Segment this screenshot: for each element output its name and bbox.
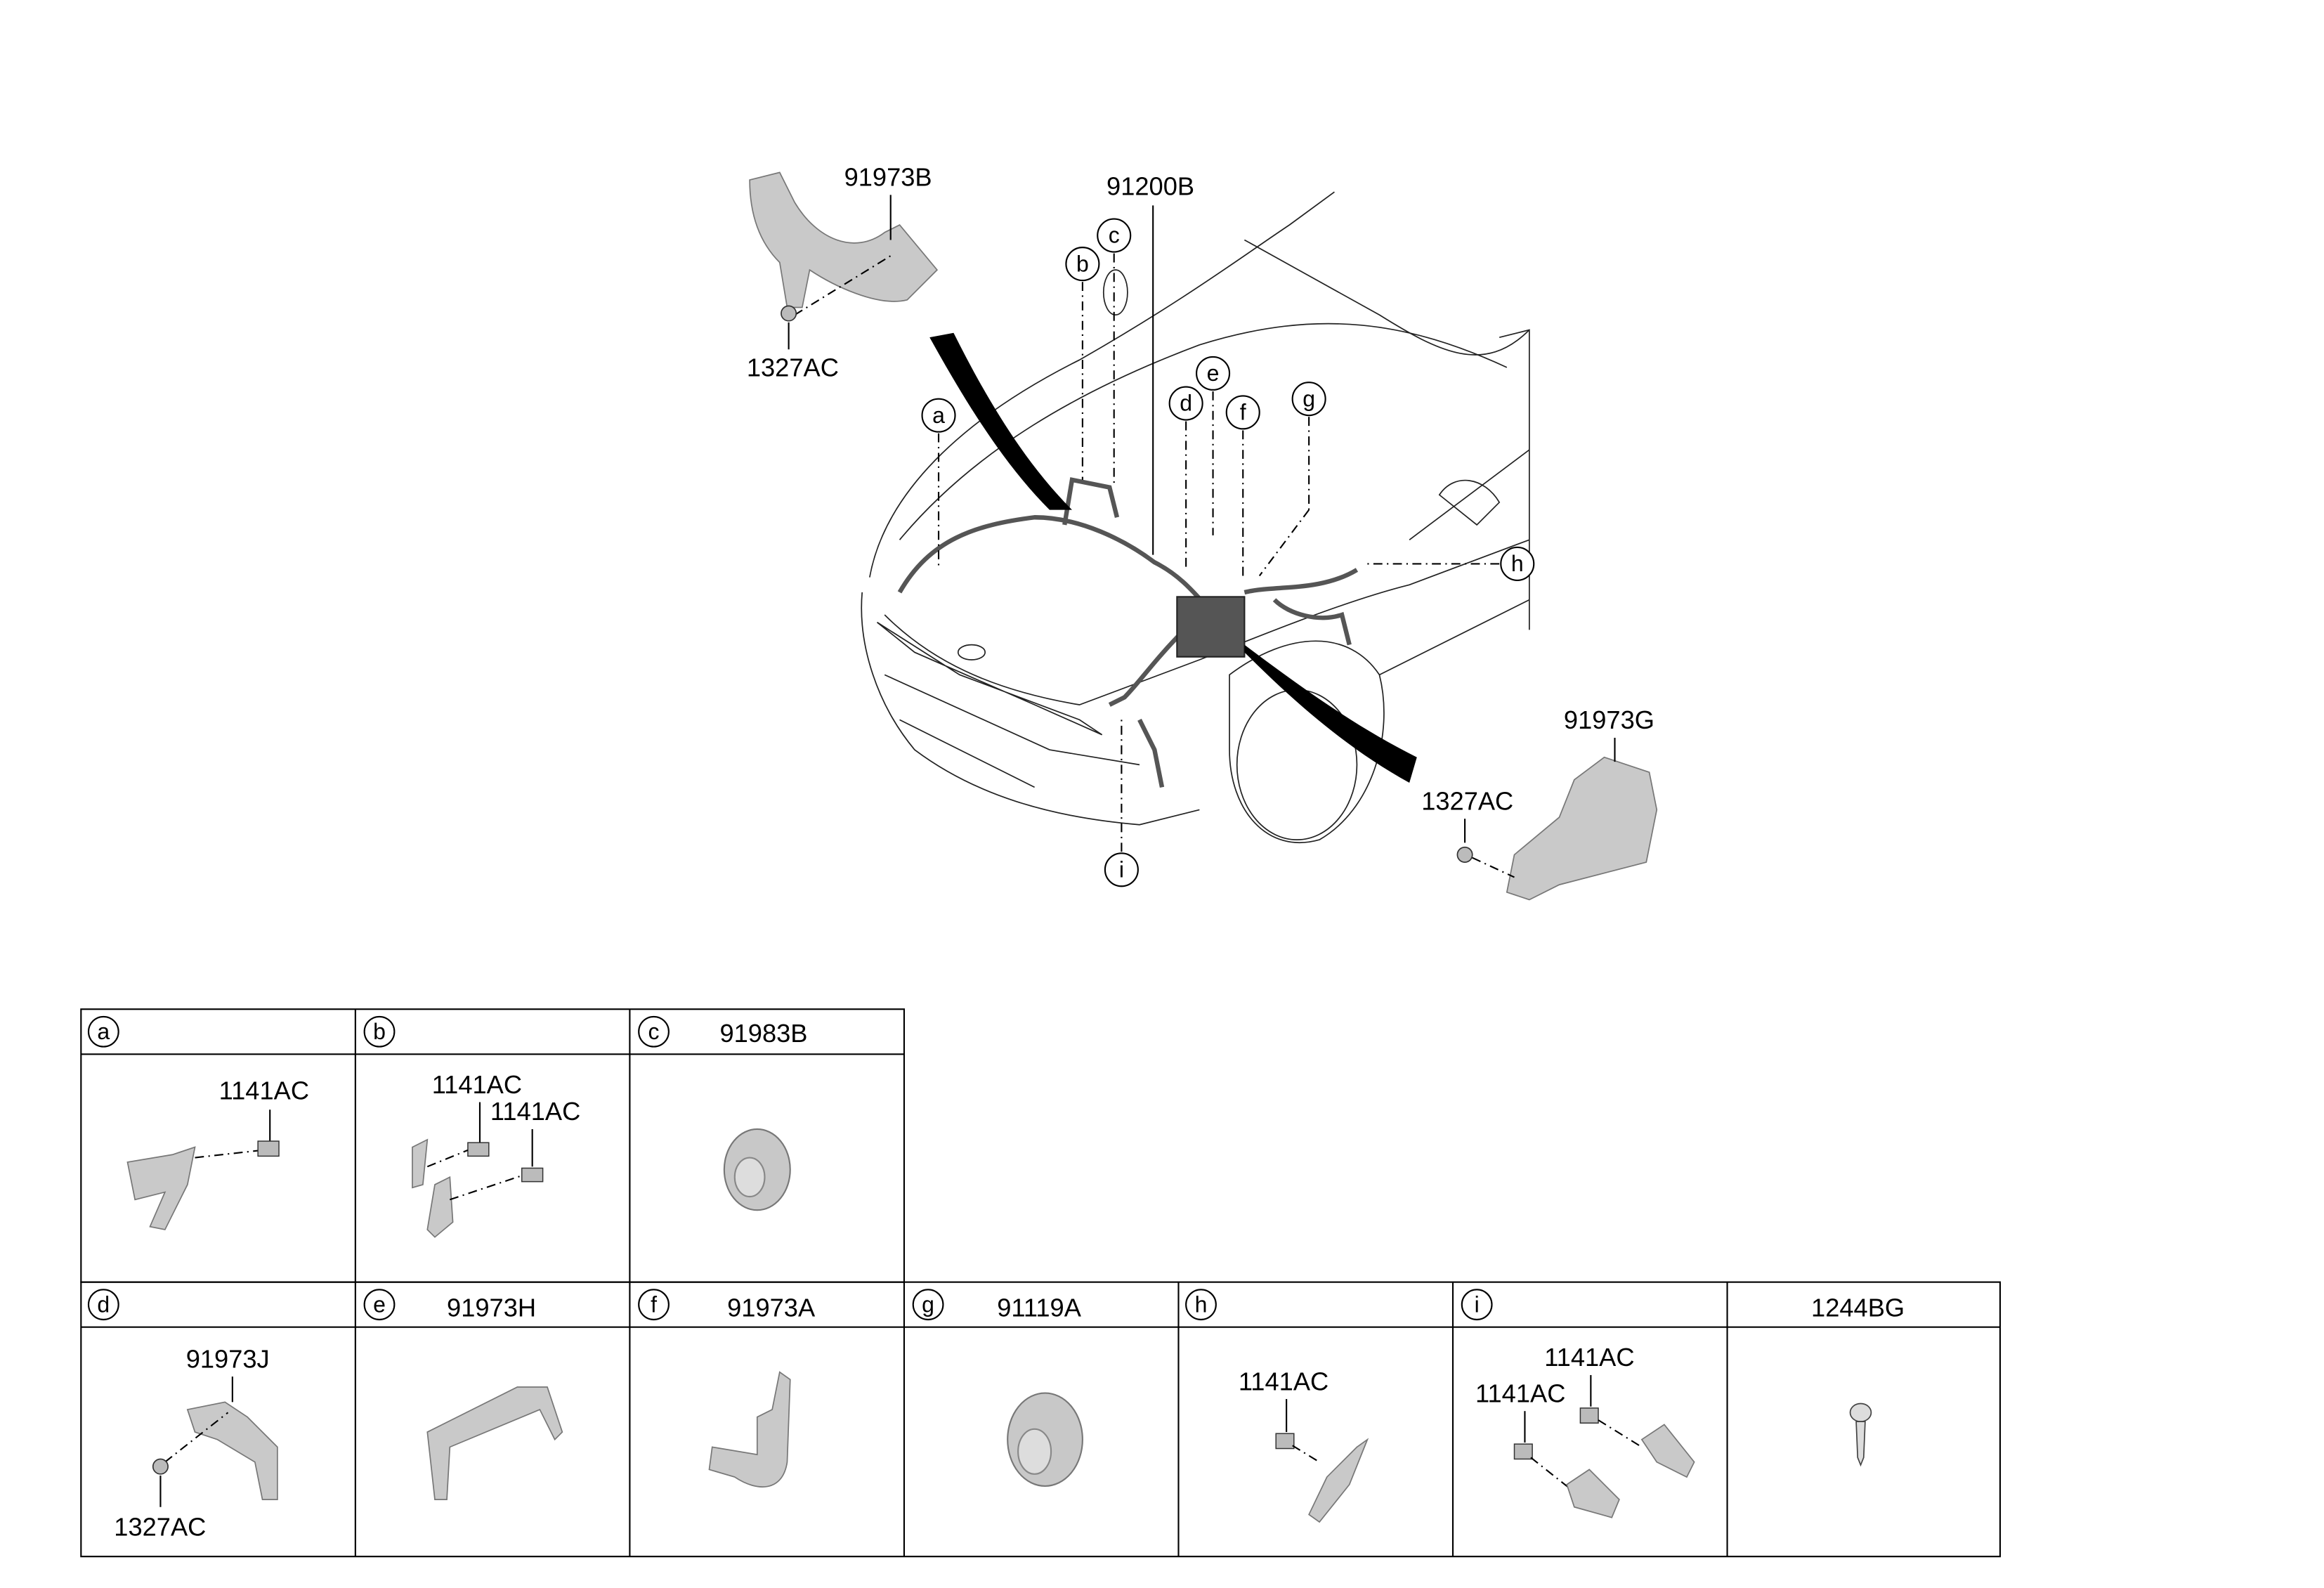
svg-text:i: i bbox=[1475, 1291, 1480, 1317]
svg-text:1141AC: 1141AC bbox=[219, 1076, 309, 1105]
svg-text:a: a bbox=[97, 1019, 110, 1044]
callout-i[interactable]: i bbox=[1104, 717, 1139, 887]
bolt-icon bbox=[521, 1167, 544, 1183]
svg-text:91200B: 91200B bbox=[1106, 171, 1194, 200]
svg-text:1327AC: 1327AC bbox=[747, 353, 839, 382]
protector-91973b: 91973B 1327AC bbox=[747, 163, 939, 382]
callout-c[interactable]: c bbox=[1097, 218, 1132, 485]
bolt-icon bbox=[1275, 1433, 1295, 1450]
cell-i: i 1141AC 1141AC bbox=[1461, 1289, 1695, 1518]
callout-b[interactable]: b bbox=[1065, 247, 1100, 480]
svg-text:f: f bbox=[651, 1291, 657, 1317]
callout-f[interactable]: f bbox=[1225, 395, 1260, 576]
nut-icon bbox=[1456, 846, 1473, 863]
svg-text:1141AC: 1141AC bbox=[432, 1070, 522, 1099]
parts-table bbox=[80, 1008, 2002, 1558]
svg-text:c: c bbox=[648, 1019, 660, 1044]
leader-swoosh-top bbox=[929, 332, 1072, 510]
svg-text:91983B: 91983B bbox=[719, 1019, 807, 1048]
cell-h: h 1141AC bbox=[1185, 1289, 1369, 1523]
bolt-icon bbox=[467, 1142, 490, 1157]
wiring-harness bbox=[897, 477, 1359, 788]
svg-text:1327AC: 1327AC bbox=[1421, 786, 1513, 815]
svg-text:h: h bbox=[1195, 1291, 1208, 1317]
protector-91973g: 91973G 1327AC bbox=[1421, 705, 1658, 901]
cell-e: e 91973H bbox=[363, 1289, 563, 1500]
cell-letter: g bbox=[912, 1289, 944, 1321]
car-outline bbox=[861, 191, 1530, 844]
cell-c: c 91983B bbox=[638, 1015, 807, 1211]
cell-a: a 1141AC bbox=[87, 1015, 309, 1230]
cell-d: d 91973J 1327AC bbox=[87, 1289, 278, 1541]
screw-icon bbox=[1849, 1402, 1872, 1467]
svg-text:b: b bbox=[373, 1019, 386, 1044]
callout-h[interactable]: h bbox=[1364, 546, 1535, 581]
cell-1244bg: 1244BG bbox=[1811, 1294, 1905, 1467]
svg-text:g: g bbox=[1303, 386, 1315, 411]
nut-icon bbox=[152, 1458, 169, 1475]
callout-g[interactable]: g bbox=[1258, 382, 1326, 577]
svg-text:d: d bbox=[1180, 391, 1192, 416]
cell-letter: c bbox=[638, 1015, 670, 1048]
svg-text:d: d bbox=[97, 1291, 110, 1317]
callout-e[interactable]: e bbox=[1196, 356, 1231, 535]
svg-text:1327AC: 1327AC bbox=[114, 1512, 206, 1541]
callout-d[interactable]: d bbox=[1168, 386, 1203, 567]
svg-text:91973G: 91973G bbox=[1564, 705, 1654, 734]
svg-text:i: i bbox=[1119, 857, 1124, 882]
cell-letter: d bbox=[87, 1289, 119, 1321]
svg-text:91973J: 91973J bbox=[186, 1344, 270, 1373]
leader-swoosh-right bbox=[1244, 644, 1417, 783]
svg-text:1244BG: 1244BG bbox=[1811, 1294, 1905, 1322]
bolt-icon bbox=[1579, 1407, 1599, 1424]
svg-text:1141AC: 1141AC bbox=[1475, 1379, 1565, 1407]
svg-text:91973A: 91973A bbox=[727, 1294, 816, 1322]
bolt-icon bbox=[1513, 1443, 1533, 1460]
svg-text:g: g bbox=[922, 1291, 934, 1317]
svg-text:b: b bbox=[1076, 251, 1089, 276]
callout-a[interactable]: a bbox=[921, 398, 956, 567]
svg-text:f: f bbox=[1240, 400, 1246, 425]
cell-f: f 91973A bbox=[638, 1289, 816, 1488]
cell-b: b 1141AC 1141AC bbox=[363, 1015, 580, 1238]
svg-text:1141AC: 1141AC bbox=[1544, 1343, 1634, 1372]
nut-icon bbox=[781, 305, 797, 322]
bolt-icon bbox=[257, 1140, 280, 1157]
svg-text:91973H: 91973H bbox=[447, 1294, 536, 1322]
svg-text:c: c bbox=[1109, 223, 1120, 248]
svg-text:h: h bbox=[1511, 551, 1524, 576]
cell-letter: h bbox=[1185, 1289, 1217, 1321]
svg-text:91973B: 91973B bbox=[844, 163, 932, 192]
svg-text:91119A: 91119A bbox=[997, 1294, 1081, 1322]
cell-letter: f bbox=[638, 1289, 670, 1321]
cell-letter: i bbox=[1461, 1289, 1493, 1321]
svg-text:a: a bbox=[932, 403, 945, 428]
svg-text:e: e bbox=[1207, 360, 1220, 386]
svg-text:e: e bbox=[373, 1291, 386, 1317]
svg-text:1141AC: 1141AC bbox=[490, 1097, 580, 1126]
cell-letter: b bbox=[363, 1015, 396, 1048]
cell-letter: a bbox=[87, 1015, 119, 1048]
cell-g: g 91119A bbox=[912, 1289, 1083, 1487]
cell-letter: e bbox=[363, 1289, 396, 1321]
svg-text:1141AC: 1141AC bbox=[1239, 1367, 1329, 1395]
label-harness: 91200B bbox=[1106, 171, 1194, 555]
